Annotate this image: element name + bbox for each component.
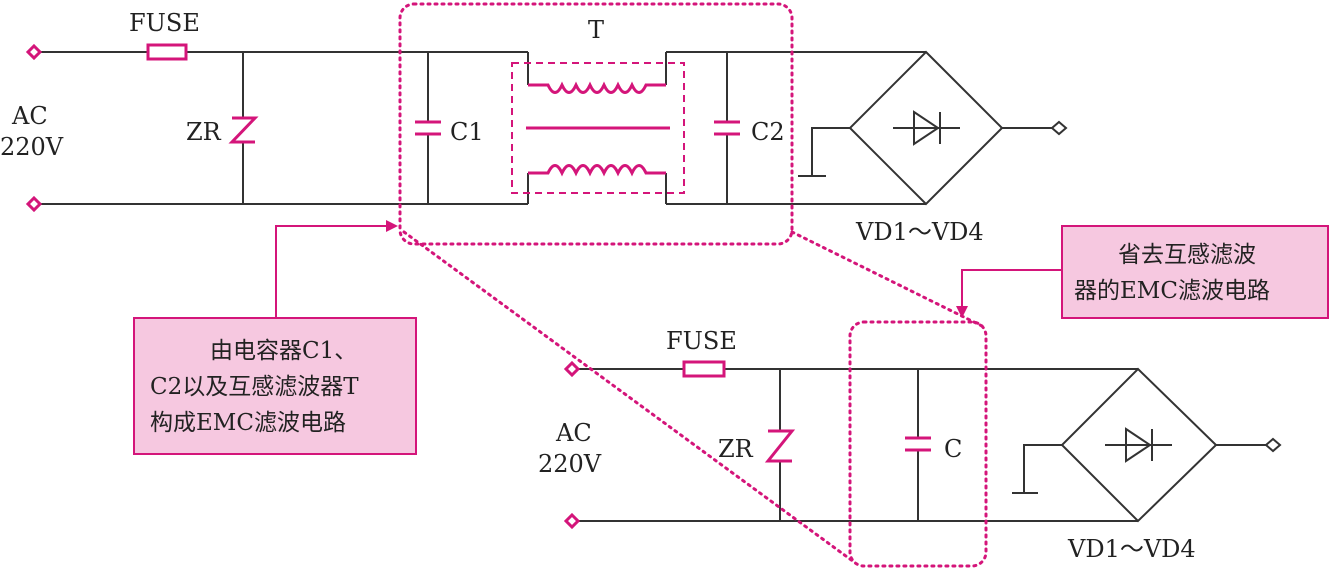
right-note-arrowhead bbox=[956, 306, 968, 318]
top-terminal-out bbox=[1050, 120, 1068, 136]
top-fuse-label: FUSE bbox=[129, 9, 200, 37]
left-note-line-3: 构成EMC滤波电路 bbox=[150, 410, 346, 436]
bottom-bridge-diode bbox=[1105, 427, 1172, 463]
top-terminal-n bbox=[25, 195, 43, 213]
bottom-voltage-label: 220V bbox=[538, 450, 602, 478]
transformer-upper-winding bbox=[528, 81, 666, 94]
left-note-line-1: 由电容器C1、 bbox=[210, 338, 357, 364]
left-note-line-2: C2以及互感滤波器T bbox=[150, 374, 359, 400]
left-note: 由电容器C1、 C2以及互感滤波器T 构成EMC滤波电路 bbox=[133, 220, 417, 455]
bottom-circuit: FUSE AC 220V ZR C VD1～VD4 bbox=[538, 327, 1282, 563]
transformer-lower-winding bbox=[528, 164, 666, 177]
bottom-bridge-io bbox=[1012, 444, 1266, 494]
top-bridge-label: VD1～VD4 bbox=[855, 218, 984, 246]
top-bridge-io bbox=[798, 127, 1052, 177]
top-c2-label: C2 bbox=[751, 118, 785, 146]
bottom-emc-highlight-box bbox=[848, 320, 988, 568]
left-note-leader bbox=[275, 225, 390, 318]
top-c2-symbol bbox=[714, 120, 740, 136]
top-ac-label: AC bbox=[11, 102, 48, 130]
top-c1-symbol bbox=[415, 120, 441, 136]
connector-dots-right bbox=[790, 230, 984, 328]
bottom-fuse-label: FUSE bbox=[666, 327, 737, 355]
top-output-wires bbox=[666, 51, 926, 205]
top-zr-symbol bbox=[228, 116, 259, 144]
right-note-leader bbox=[961, 269, 1062, 308]
right-note-line-2: 器的EMC滤波电路 bbox=[1074, 278, 1270, 304]
top-bridge-diamond bbox=[848, 50, 1004, 206]
bottom-terminal-n bbox=[563, 512, 581, 530]
top-bridge-diode bbox=[893, 110, 960, 146]
bottom-zr-symbol bbox=[764, 429, 796, 463]
connector-dots-left bbox=[402, 230, 856, 564]
bottom-bridge-label: VD1～VD4 bbox=[1067, 535, 1196, 563]
top-emc-highlight-box bbox=[398, 2, 794, 246]
transformer-dashed-box bbox=[511, 62, 685, 194]
bottom-terminal-l bbox=[563, 360, 581, 378]
bottom-ac-label: AC bbox=[555, 419, 592, 447]
right-note-box bbox=[1061, 225, 1329, 319]
transformer-label: T bbox=[588, 16, 604, 44]
top-voltage-label: 220V bbox=[0, 133, 64, 161]
top-circuit: FUSE AC 220V ZR C1 T C2 VD1～VD4 bbox=[0, 9, 1068, 246]
bottom-terminal-out bbox=[1264, 437, 1282, 453]
bottom-c-label: C bbox=[944, 435, 962, 463]
right-note-line-1: 省去互感滤波 bbox=[1118, 242, 1256, 268]
bottom-fuse-symbol bbox=[682, 360, 726, 378]
bottom-wires bbox=[578, 368, 1138, 522]
top-terminal-l bbox=[25, 43, 43, 61]
bottom-c-symbol bbox=[905, 436, 931, 452]
right-note: 省去互感滤波 器的EMC滤波电路 bbox=[956, 225, 1329, 319]
left-note-arrowhead bbox=[386, 220, 398, 232]
top-zr-label: ZR bbox=[186, 118, 222, 146]
bottom-bridge-diamond bbox=[1060, 367, 1218, 523]
top-fuse-symbol bbox=[146, 43, 188, 61]
bottom-zr-label: ZR bbox=[718, 435, 754, 463]
top-c1-label: C1 bbox=[450, 118, 484, 146]
left-note-box bbox=[133, 317, 417, 455]
